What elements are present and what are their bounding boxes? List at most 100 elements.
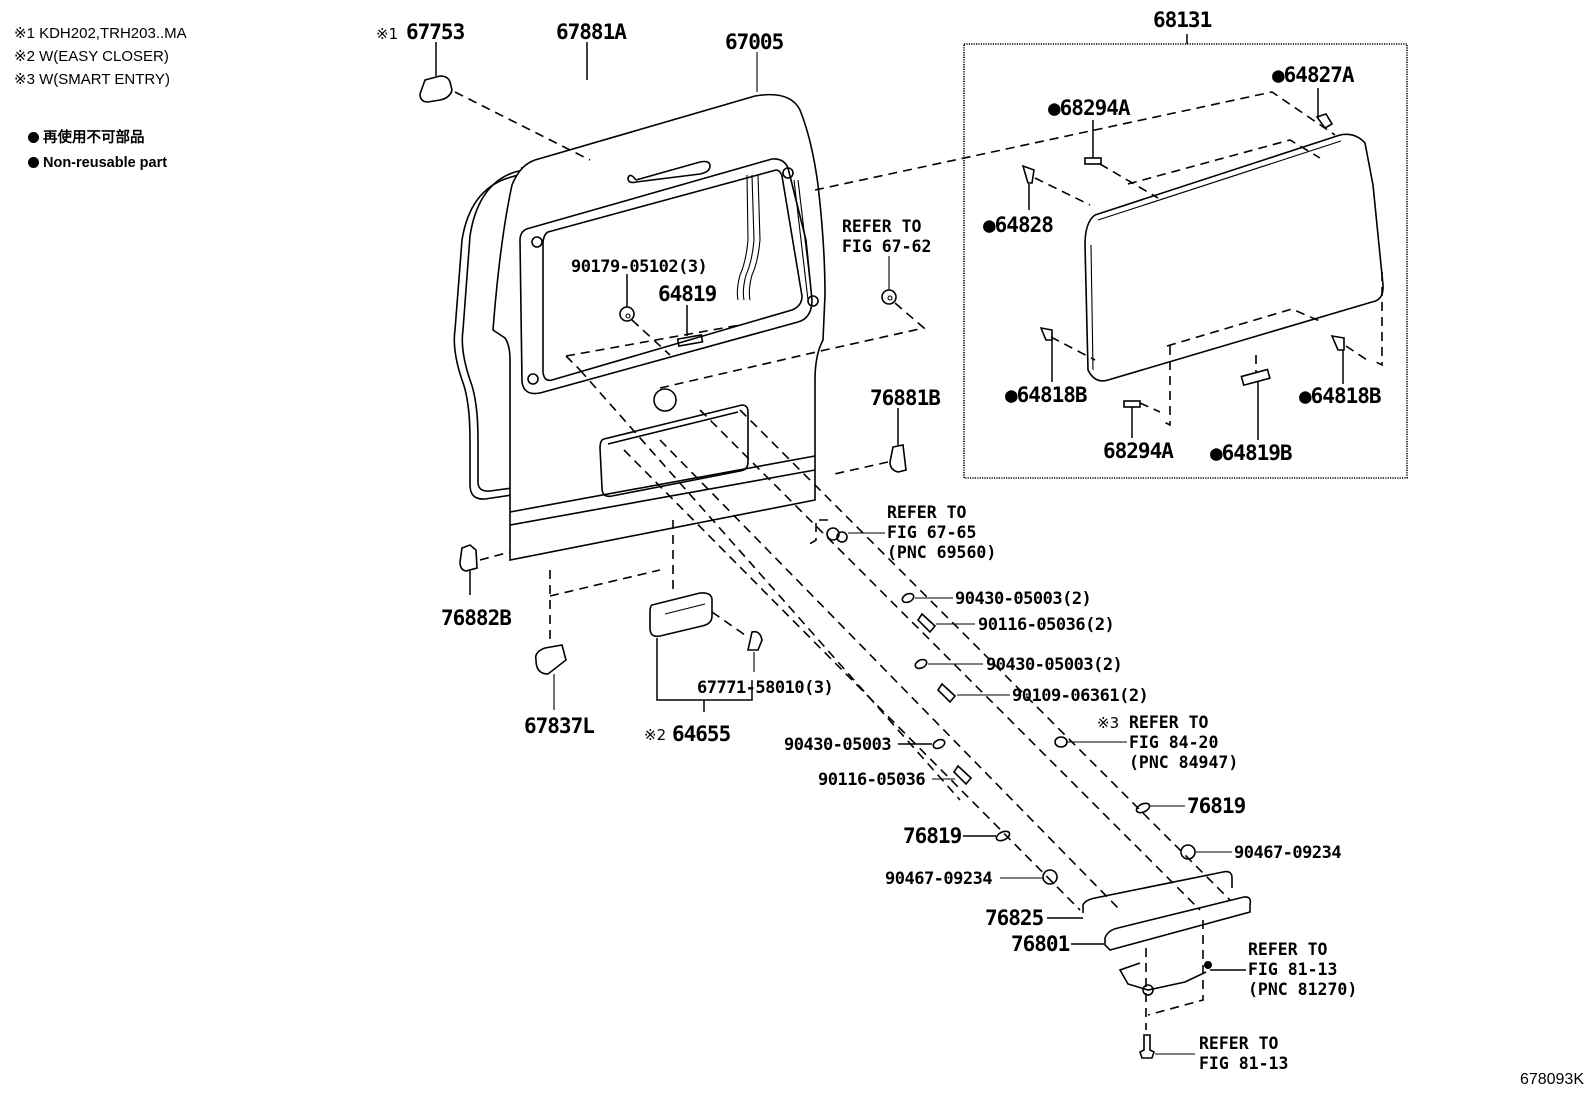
seal-76825-drawing[interactable] (1082, 870, 1233, 913)
screw-67771-icon[interactable] (747, 630, 763, 651)
label-67881A[interactable]: 67881A (556, 20, 628, 44)
closer-64655-icon[interactable] (649, 592, 713, 638)
ref-67-65-line3[interactable]: (PNC 69560) (887, 543, 996, 562)
nut-ref-67-62-icon[interactable] (881, 289, 897, 305)
ref-67-62-line2[interactable]: FIG 67-62 (842, 237, 931, 256)
ref-81-13-b-line2[interactable]: FIG 81-13 (1199, 1054, 1288, 1073)
label-64655[interactable]: 64655 (672, 722, 732, 746)
label-64827A[interactable]: ●64827A (1272, 63, 1356, 87)
dash-64818B-right (1345, 345, 1368, 361)
garnish-76801-drawing[interactable] (1104, 896, 1252, 951)
cover-67753-icon[interactable] (419, 75, 453, 103)
screw-ref-81-13-icon[interactable] (1139, 1034, 1155, 1059)
note-mark-ref-84-20: ※3 (1097, 714, 1119, 732)
glass-assembly-box (963, 43, 1408, 479)
back-door-glass-drawing[interactable] (1084, 133, 1384, 382)
ref-81-13-b-line1[interactable]: REFER TO (1199, 1034, 1279, 1053)
dash-67837L (549, 569, 661, 597)
note-2: ※2 W(EASY CLOSER) (14, 48, 169, 65)
nut-90467-left-icon[interactable] (1042, 869, 1058, 885)
license-lamp-wire-drawing[interactable] (1118, 961, 1212, 996)
ref-81-13-a-line2[interactable]: FIG 81-13 (1248, 960, 1337, 979)
washer-90430-a-icon[interactable] (901, 592, 915, 604)
clip-64818B-left-icon[interactable] (1039, 326, 1053, 341)
spacer-68294A-bottom-icon[interactable] (1123, 400, 1141, 408)
ref-84-20-line2[interactable]: FIG 84-20 (1129, 733, 1218, 752)
glass-dash-drop-right (1371, 272, 1383, 367)
figure-id: 678093K (1519, 1071, 1584, 1088)
bumper-76881B-icon[interactable] (889, 444, 907, 473)
label-90430-05003-c[interactable]: 90430-05003 (784, 735, 892, 755)
legend-item-en: Non-reusable part (28, 151, 167, 176)
back-door-panel-drawing[interactable] (492, 93, 826, 561)
tape-64819-icon[interactable] (676, 334, 704, 347)
ref-67-62-line1[interactable]: REFER TO (842, 217, 922, 236)
ref-67-65-line1[interactable]: REFER TO (887, 503, 967, 522)
tape-64819B-icon[interactable] (1240, 368, 1271, 387)
dash-lamp-right (1147, 920, 1204, 1016)
ref-67-65-line2[interactable]: FIG 67-65 (887, 523, 976, 542)
label-76819-right[interactable]: 76819 (1187, 794, 1247, 818)
label-68294A-top[interactable]: ●68294A (1048, 96, 1132, 120)
ref-84-20-line3[interactable]: (PNC 84947) (1129, 753, 1238, 772)
dash-diagonal-4 (699, 409, 1201, 911)
label-90467-09234-left[interactable]: 90467-09234 (885, 869, 993, 889)
label-64819[interactable]: 64819 (658, 282, 718, 306)
label-90179-05102[interactable]: 90179-05102(3) (571, 257, 708, 277)
striker-67837L-icon[interactable] (534, 644, 567, 675)
ref-81-13-a-line3[interactable]: (PNC 81270) (1248, 980, 1357, 999)
dash-window-corner (565, 355, 581, 371)
label-76825[interactable]: 76825 (985, 906, 1045, 930)
dash-67771 (711, 611, 746, 636)
dash-64818B (1050, 336, 1096, 361)
bolt-90109-icon[interactable] (936, 682, 957, 704)
non-reusable-dot-icon (28, 132, 39, 143)
label-76882B[interactable]: 76882B (441, 606, 512, 630)
nut-ref-84-20-icon[interactable] (1054, 736, 1068, 748)
label-90109-06361[interactable]: 90109-06361(2) (1012, 686, 1149, 706)
label-76881B[interactable]: 76881B (870, 386, 941, 410)
label-90116-05036-b[interactable]: 90116-05036 (818, 770, 926, 790)
label-68131[interactable]: 68131 (1153, 8, 1213, 32)
bolt-90116-a-icon[interactable] (916, 612, 937, 634)
label-67005[interactable]: 67005 (725, 30, 785, 54)
label-76819-left[interactable]: 76819 (903, 824, 963, 848)
washer-90430-c-icon[interactable] (932, 738, 946, 750)
dash-diagonal-1 (579, 369, 961, 801)
label-90467-09234-right[interactable]: 90467-09234 (1234, 843, 1342, 863)
label-67837L[interactable]: 67837L (524, 714, 595, 738)
label-64828[interactable]: ●64828 (983, 213, 1054, 237)
dash-diagonal-3 (659, 439, 1121, 911)
ref-81-13-a-line1[interactable]: REFER TO (1248, 940, 1328, 959)
ref-84-20-line1[interactable]: REFER TO (1129, 713, 1209, 732)
dash-76881B (829, 461, 889, 476)
clip-64818B-right-icon[interactable] (1330, 334, 1345, 351)
label-67771-58010[interactable]: 67771-58010(3) (697, 678, 834, 698)
bumper-76882B-icon[interactable] (459, 544, 478, 572)
glass-bottom-dash (1166, 308, 1323, 347)
dash-diagonal-5 (739, 409, 1231, 901)
washer-76819-right-icon[interactable] (1135, 801, 1151, 814)
label-90116-05036-a[interactable]: 90116-05036(2) (978, 615, 1115, 635)
label-68294A-bottom[interactable]: 68294A (1103, 439, 1175, 463)
bolt-90116-b-icon[interactable] (952, 764, 973, 786)
washer-76819-left-icon[interactable] (995, 829, 1011, 842)
label-64819B[interactable]: ●64819B (1210, 441, 1293, 465)
note-1: ※1 KDH202,TRH203..MA (14, 25, 187, 42)
label-67753[interactable]: 67753 (406, 20, 466, 44)
dash-90179 (631, 319, 671, 356)
label-64818B-right[interactable]: ●64818B (1299, 384, 1382, 408)
clip-64827A-icon[interactable] (1315, 113, 1334, 130)
washer-90430-b-icon[interactable] (914, 658, 928, 670)
label-90430-05003-a[interactable]: 90430-05003(2) (955, 589, 1092, 609)
dash-76882B (479, 551, 511, 561)
clip-64828-icon[interactable] (1021, 164, 1035, 184)
label-76801[interactable]: 76801 (1011, 932, 1071, 956)
spacer-68294A-icon[interactable] (1084, 157, 1102, 165)
lock-ref-67-65-icon[interactable] (826, 527, 848, 543)
label-90430-05003-b[interactable]: 90430-05003(2) (986, 655, 1123, 675)
label-64818B-left[interactable]: ●64818B (1005, 383, 1088, 407)
legend: 再使用不可部品 Non-reusable part (28, 126, 167, 176)
note-mark-64655: ※2 (644, 726, 666, 744)
